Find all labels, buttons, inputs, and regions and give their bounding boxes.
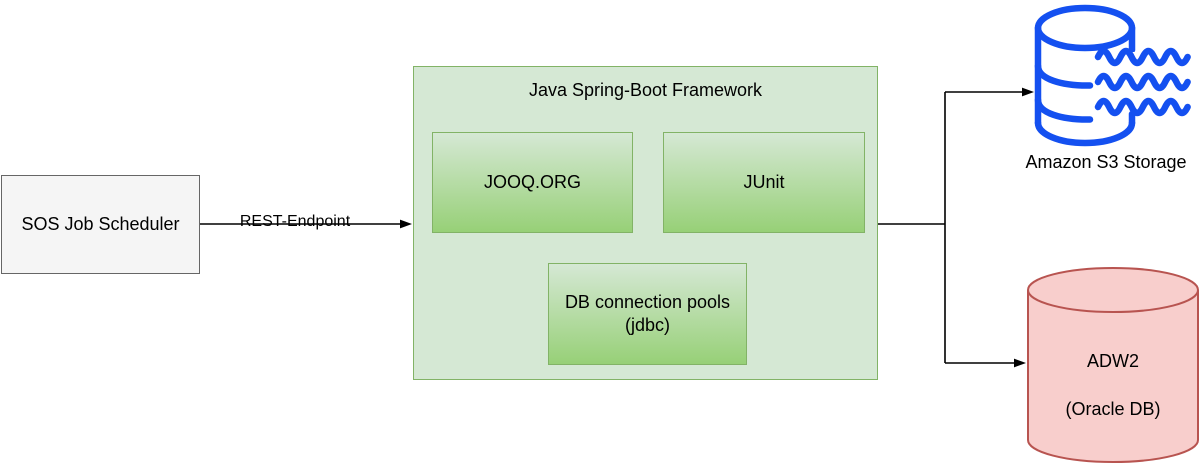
branch-edge — [877, 87, 1034, 368]
oracle-db-name: ADW2 — [1086, 351, 1139, 371]
rest-endpoint-edge — [200, 219, 412, 229]
oracle-db-type: (Oracle DB) — [1065, 399, 1161, 419]
oracle-db-label: ADW2 (Oracle DB) — [1028, 350, 1198, 420]
framework-title: Java Spring-Boot Framework — [528, 80, 763, 100]
framework-container: Java Spring-Boot Framework JOOQ.ORG JUni… — [413, 66, 878, 380]
component-db-label: DB connection pools — [564, 291, 731, 312]
component-jooq: JOOQ.ORG — [432, 132, 633, 233]
s3-storage-icon — [1034, 4, 1191, 147]
component-junit: JUnit — [663, 132, 865, 233]
wave-bottom — [1094, 97, 1191, 117]
scheduler-label: SOS Job Scheduler — [21, 214, 180, 235]
component-junit-label: JUnit — [743, 171, 785, 192]
wave-middle — [1094, 72, 1191, 92]
oracle-db-cylinder-icon — [1027, 267, 1199, 463]
rest-endpoint-edge-label: REST-Endpoint — [239, 213, 351, 230]
component-db-connection-pools: DB connection pools (jdbc) — [548, 263, 747, 365]
scheduler-node: SOS Job Scheduler — [1, 175, 200, 274]
component-db-sublabel: (jdbc) — [624, 315, 670, 335]
wave-top — [1094, 47, 1191, 67]
component-jooq-label: JOOQ.ORG — [483, 171, 581, 192]
s3-storage-label: Amazon S3 Storage — [1025, 152, 1187, 172]
